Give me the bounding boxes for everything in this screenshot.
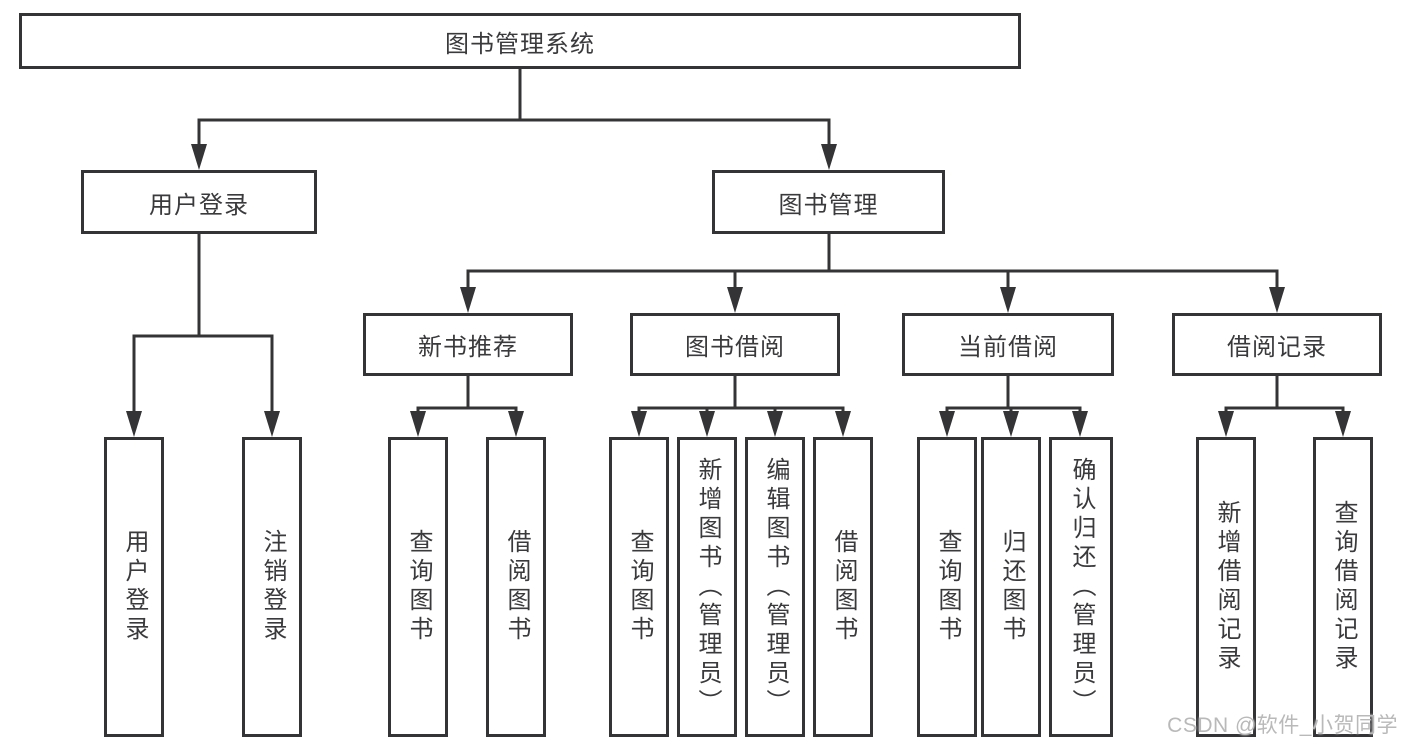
arrow-down-icon — [699, 411, 715, 437]
leaf-records-query-record: 查询借阅记录 — [1313, 437, 1373, 737]
leaf-label: 确认归还（管理员） — [1068, 456, 1095, 718]
leaf-label: 借阅图书 — [830, 529, 857, 645]
arrow-down-icon — [264, 411, 280, 437]
arrow-down-icon — [821, 144, 837, 170]
leaf-label: 注销登录 — [259, 529, 286, 645]
node-new-books: 新书推荐 — [363, 313, 573, 376]
arrow-down-icon — [1335, 411, 1351, 437]
node-book-management: 图书管理 — [712, 170, 945, 234]
leaf-borrow-edit-books-admin: 编辑图书（管理员） — [745, 437, 805, 737]
connector-new-books-branch — [416, 376, 518, 413]
arrow-down-icon — [727, 287, 743, 313]
leaf-current-confirm-return-admin: 确认归还（管理员） — [1049, 437, 1113, 737]
arrow-down-icon — [1072, 411, 1088, 437]
leaf-current-query-books: 查询图书 — [917, 437, 977, 737]
arrow-down-icon — [1003, 411, 1019, 437]
arrow-down-icon — [191, 144, 207, 170]
arrow-down-icon — [410, 411, 426, 437]
arrow-down-icon — [767, 411, 783, 437]
node-borrow-records: 借阅记录 — [1172, 313, 1382, 376]
leaf-label: 查询图书 — [934, 529, 961, 645]
arrow-down-icon — [835, 411, 851, 437]
arrow-down-icon — [939, 411, 955, 437]
arrow-down-icon — [631, 411, 647, 437]
leaf-records-add-record: 新增借阅记录 — [1196, 437, 1256, 737]
connector-book-borrow-branch — [637, 376, 845, 413]
leaf-logout: 注销登录 — [242, 437, 302, 737]
connector-borrow-records-branch — [1224, 376, 1345, 413]
leaf-label: 编辑图书（管理员） — [762, 456, 789, 718]
leaf-label: 用户登录 — [121, 529, 148, 645]
node-user-login: 用户登录 — [81, 170, 317, 234]
leaf-borrow-add-books-admin: 新增图书（管理员） — [677, 437, 737, 737]
arrow-down-icon — [126, 411, 142, 437]
arrow-down-icon — [508, 411, 524, 437]
leaf-label: 查询借阅记录 — [1330, 500, 1357, 674]
arrow-down-icon — [1269, 287, 1285, 313]
leaf-label: 新增借阅记录 — [1213, 500, 1240, 674]
leaf-newbooks-borrow-books: 借阅图书 — [486, 437, 546, 737]
node-book-borrow: 图书借阅 — [630, 313, 840, 376]
connector-root-branch — [197, 69, 831, 145]
leaf-label: 归还图书 — [998, 529, 1025, 645]
connector-book-management-branch — [466, 234, 1279, 288]
leaf-label: 查询图书 — [405, 529, 432, 645]
leaf-label: 借阅图书 — [503, 529, 530, 645]
leaf-borrow-borrow-books: 借阅图书 — [813, 437, 873, 737]
connector-lines — [132, 69, 1345, 413]
leaf-label: 查询图书 — [626, 529, 653, 645]
connector-current-borrow-branch — [945, 376, 1082, 413]
leaf-newbooks-query-books: 查询图书 — [388, 437, 448, 737]
leaf-label: 新增图书（管理员） — [694, 456, 721, 718]
node-current-borrow: 当前借阅 — [902, 313, 1114, 376]
arrow-down-icon — [1000, 287, 1016, 313]
watermark: CSDN @软件_小贺同学 — [1167, 714, 1398, 737]
arrow-down-icon — [1218, 411, 1234, 437]
connector-user-login-branch — [132, 234, 274, 412]
leaf-current-return-books: 归还图书 — [981, 437, 1041, 737]
leaf-borrow-query-books: 查询图书 — [609, 437, 669, 737]
node-book-management-system: 图书管理系统 — [19, 13, 1021, 69]
arrowhead-icons — [126, 144, 1351, 437]
leaf-user-login: 用户登录 — [104, 437, 164, 737]
arrow-down-icon — [460, 287, 476, 313]
